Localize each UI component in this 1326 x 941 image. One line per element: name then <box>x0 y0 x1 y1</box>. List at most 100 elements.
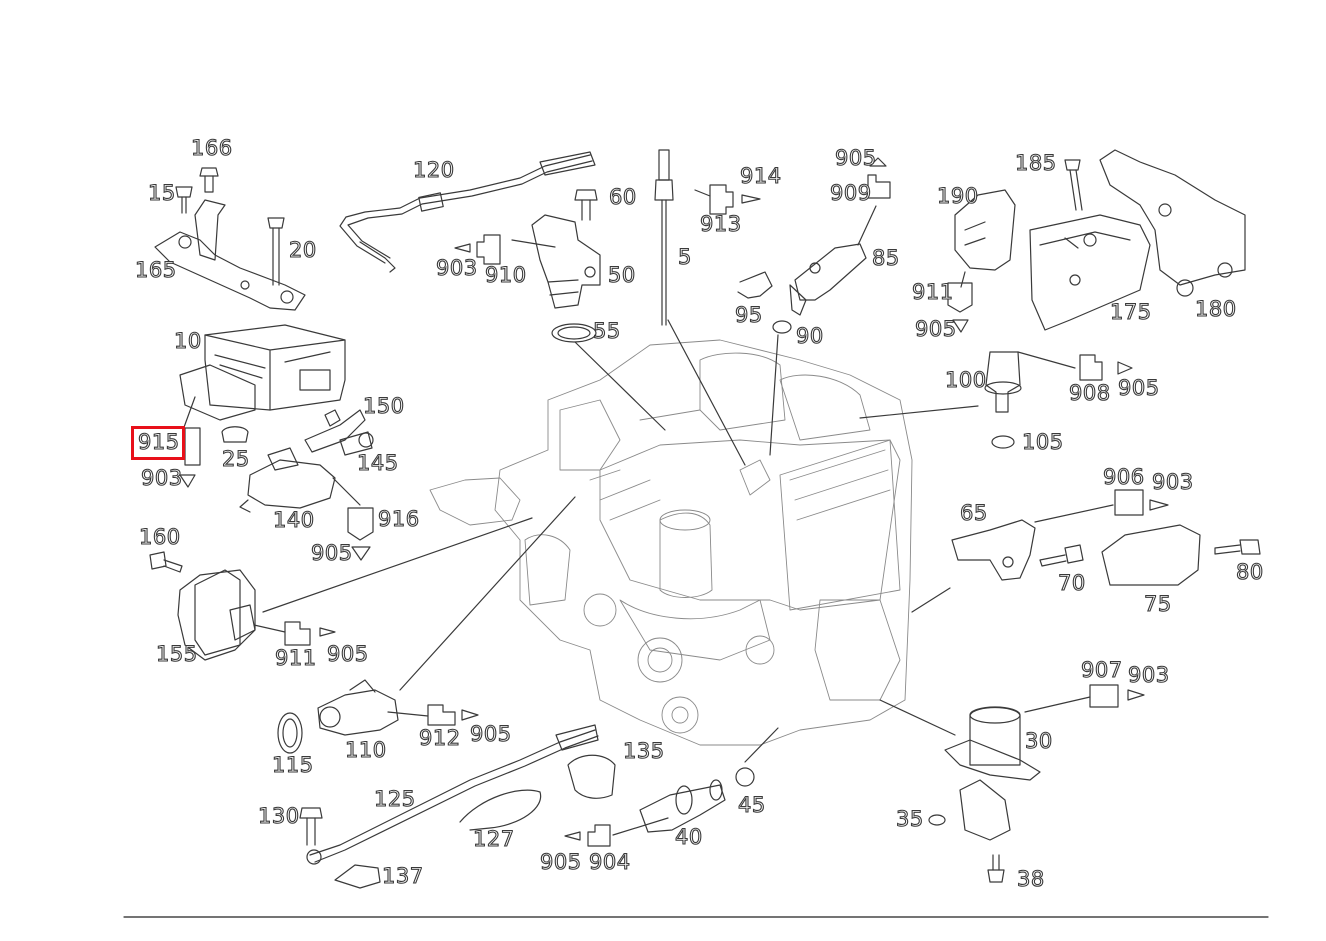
callout-65[interactable]: 65 <box>959 501 988 525</box>
callout-912[interactable]: 912 <box>418 726 461 750</box>
callout-185[interactable]: 185 <box>1014 151 1057 175</box>
callout-10[interactable]: 10 <box>173 329 202 353</box>
callout-30[interactable]: 30 <box>1024 729 1053 753</box>
callout-906[interactable]: 906 <box>1102 465 1145 489</box>
callout-45[interactable]: 45 <box>737 793 766 817</box>
callout-190[interactable]: 190 <box>936 184 979 208</box>
sensor-40 <box>640 780 725 832</box>
callout-40[interactable]: 40 <box>674 825 703 849</box>
sensor-110 <box>318 680 398 735</box>
ring-90 <box>773 321 791 333</box>
screw-166 <box>200 168 218 192</box>
callout-137[interactable]: 137 <box>381 864 424 888</box>
callout-130[interactable]: 130 <box>257 804 300 828</box>
ring-115 <box>278 713 302 753</box>
callout-903[interactable]: 903 <box>140 466 183 490</box>
leader-lines <box>183 190 1113 835</box>
callout-85[interactable]: 85 <box>871 246 900 270</box>
glow-plug-5 <box>655 150 673 325</box>
bolt-20 <box>268 218 284 285</box>
callout-903[interactable]: 903 <box>1151 470 1194 494</box>
callout-110[interactable]: 110 <box>344 738 387 762</box>
callout-135[interactable]: 135 <box>622 739 665 763</box>
callout-60[interactable]: 60 <box>608 185 637 209</box>
callout-166[interactable]: 166 <box>190 136 233 160</box>
callout-905[interactable]: 905 <box>1117 376 1160 400</box>
bracket-180 <box>1100 150 1245 296</box>
connector-icons <box>180 158 1168 846</box>
callout-125[interactable]: 125 <box>373 787 416 811</box>
callout-905[interactable]: 905 <box>914 317 957 341</box>
callout-35[interactable]: 35 <box>895 807 924 831</box>
callout-55[interactable]: 55 <box>592 319 621 343</box>
callout-105[interactable]: 105 <box>1021 430 1064 454</box>
clip-137 <box>335 865 380 888</box>
screw-38 <box>988 855 1004 882</box>
callout-140[interactable]: 140 <box>272 508 315 532</box>
sensor-100 <box>985 352 1021 412</box>
sensor-50 <box>532 215 600 308</box>
callout-907[interactable]: 907 <box>1080 658 1123 682</box>
bracket-175 <box>1030 215 1150 330</box>
callout-911[interactable]: 911 <box>911 280 954 304</box>
callout-903[interactable]: 903 <box>435 256 478 280</box>
sensor-190 <box>955 190 1015 270</box>
callout-914[interactable]: 914 <box>739 164 782 188</box>
engine-block-drawing <box>430 340 912 745</box>
screw-130 <box>300 808 322 845</box>
bracket-165 <box>155 200 305 310</box>
callout-180[interactable]: 180 <box>1194 297 1237 321</box>
callout-909[interactable]: 909 <box>829 181 872 205</box>
callout-150[interactable]: 150 <box>362 394 405 418</box>
callout-175[interactable]: 175 <box>1109 300 1152 324</box>
callout-95[interactable]: 95 <box>734 303 763 327</box>
seal-ring-55 <box>552 324 596 342</box>
callout-70[interactable]: 70 <box>1057 571 1086 595</box>
callout-905[interactable]: 905 <box>326 642 369 666</box>
screw-15 <box>176 187 192 213</box>
callout-905[interactable]: 905 <box>539 850 582 874</box>
callout-913[interactable]: 913 <box>699 212 742 236</box>
callout-905[interactable]: 905 <box>469 722 512 746</box>
callout-127[interactable]: 127 <box>472 827 515 851</box>
callout-20[interactable]: 20 <box>288 238 317 262</box>
callout-916[interactable]: 916 <box>377 507 420 531</box>
callout-50[interactable]: 50 <box>607 263 636 287</box>
ring-45 <box>736 768 754 786</box>
callout-5[interactable]: 5 <box>677 245 692 269</box>
clip-95 <box>738 272 772 298</box>
callout-145[interactable]: 145 <box>356 451 399 475</box>
callout-165[interactable]: 165 <box>134 258 177 282</box>
callout-908[interactable]: 908 <box>1068 381 1111 405</box>
ring-105 <box>992 436 1014 448</box>
callout-915[interactable]: 915 <box>137 430 180 454</box>
callout-160[interactable]: 160 <box>138 525 181 549</box>
callout-904[interactable]: 904 <box>588 850 631 874</box>
callout-100[interactable]: 100 <box>944 368 987 392</box>
part-135 <box>568 755 615 798</box>
callout-90[interactable]: 90 <box>795 324 824 348</box>
callout-75[interactable]: 75 <box>1143 592 1172 616</box>
valve-140 <box>240 448 335 512</box>
callout-905[interactable]: 905 <box>310 541 353 565</box>
callout-80[interactable]: 80 <box>1235 560 1264 584</box>
exhaust-temp-sensor-120 <box>340 152 595 272</box>
screw-160 <box>150 552 182 572</box>
control-unit-10 <box>180 325 345 420</box>
grommet-25 <box>222 427 248 442</box>
cover-75 <box>1102 525 1200 585</box>
cable-tie-127 <box>460 790 541 830</box>
callout-910[interactable]: 910 <box>484 263 527 287</box>
callout-25[interactable]: 25 <box>221 447 250 471</box>
connector-150 <box>305 410 365 452</box>
callout-115[interactable]: 115 <box>271 753 314 777</box>
callout-903[interactable]: 903 <box>1127 663 1170 687</box>
callout-38[interactable]: 38 <box>1016 867 1045 891</box>
callout-905[interactable]: 905 <box>834 146 877 170</box>
callout-15[interactable]: 15 <box>147 181 176 205</box>
callout-120[interactable]: 120 <box>412 158 455 182</box>
callout-155[interactable]: 155 <box>155 642 198 666</box>
callout-911[interactable]: 911 <box>274 646 317 670</box>
highlight-box-915 <box>131 426 185 460</box>
